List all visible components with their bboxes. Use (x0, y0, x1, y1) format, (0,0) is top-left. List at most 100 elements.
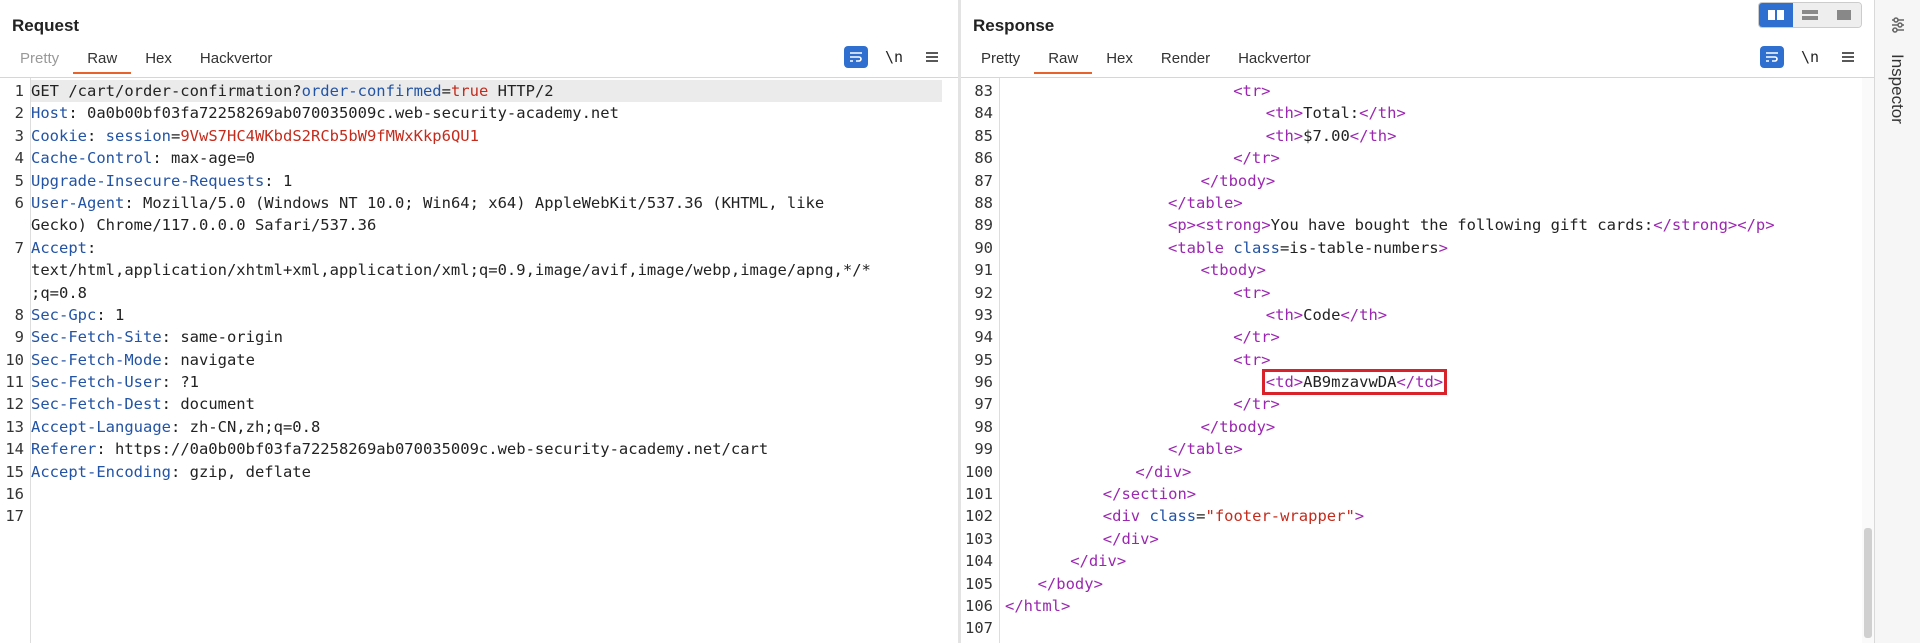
line-number: 9 (14, 328, 24, 347)
line-number: 3 (14, 126, 24, 145)
line-number: 106 (965, 596, 993, 615)
token: Upgrade-Insecure-Requests (31, 171, 265, 190)
code-line: 83<tr> (961, 80, 1874, 102)
line-number: 11 (5, 373, 24, 392)
line-number-gutter (0, 78, 31, 643)
line-number: 90 (974, 238, 993, 257)
code-line: 107 (961, 617, 1874, 639)
tab-pretty[interactable]: Pretty (981, 50, 1021, 67)
token: Host (31, 104, 69, 123)
newline-toggle-button[interactable]: \n (1800, 48, 1820, 66)
code-text: </section> (1005, 483, 1196, 505)
tab-hex[interactable]: Hex (145, 50, 172, 67)
token: Sec-Gpc (31, 305, 97, 324)
code-text: <td>AB9mzavwDA</td> (1005, 369, 1448, 396)
code-text: Sec-Fetch-Site: same-origin (31, 326, 283, 348)
tab-hex[interactable]: Hex (1106, 50, 1133, 67)
token: = (1196, 507, 1206, 526)
inspector-sidebar[interactable]: Inspector (1874, 0, 1920, 643)
request-toolbar: \n (844, 46, 944, 68)
line-number: 16 (5, 485, 24, 504)
token: </table> (1168, 440, 1243, 459)
token: : (87, 238, 97, 257)
tab-render[interactable]: Render (1160, 50, 1211, 67)
wrap-lines-icon[interactable] (1760, 46, 1784, 68)
pane-divider[interactable] (958, 0, 961, 643)
code-text: Sec-Fetch-User: ?1 (31, 371, 199, 393)
token: You have bought the following gift cards… (1270, 216, 1654, 235)
line-number: 4 (14, 149, 24, 168)
single-pane-layout-icon[interactable] (1827, 3, 1861, 27)
code-line: 87</tbody> (961, 170, 1874, 192)
code-line: 9 Sec-Fetch-Site: same-origin (0, 326, 958, 348)
token: class (1233, 238, 1280, 257)
token: </th> (1340, 305, 1388, 324)
token: </th> (1349, 126, 1397, 145)
response-lines: 83<tr>84<th>Total:</th>85<th>$7.00</th>8… (961, 80, 1874, 640)
line-number-gutter (961, 78, 1000, 643)
code-line: text/html,application/xhtml+xml,applicat… (0, 259, 958, 281)
token: <tr> (1233, 82, 1271, 100)
tab-hackvertor[interactable]: Hackvertor (199, 50, 273, 67)
token: : Mozilla/5.0 (Windows NT 10.0; Win64; x… (124, 193, 825, 212)
newline-toggle-button[interactable]: \n (884, 48, 904, 66)
stacked-layout-icon[interactable] (1793, 3, 1827, 27)
token: <table (1168, 238, 1234, 257)
token: : zh-CN,zh;q=0.8 (170, 417, 321, 436)
token: </div> (1135, 462, 1192, 481)
code-text: <tr> (1005, 349, 1270, 371)
inspector-settings-icon[interactable] (1889, 16, 1907, 34)
line-number: 13 (5, 417, 24, 436)
token: </strong></p> (1653, 216, 1775, 235)
tab-raw[interactable]: Raw (73, 46, 132, 74)
code-line: 97</tr> (961, 393, 1874, 415)
line-number: 107 (965, 619, 993, 638)
token: Sec-Fetch-Mode (31, 350, 162, 369)
code-text: <th>Code</th> (1005, 304, 1387, 326)
line-number: 14 (5, 440, 24, 459)
inspector-label[interactable]: Inspector (1888, 54, 1907, 124)
hamburger-menu-icon[interactable] (920, 46, 944, 68)
token: </tr> (1233, 149, 1280, 168)
token: : 0a0b00bf03fa72258269ab070035009c.web-s… (68, 104, 619, 123)
line-number: 88 (974, 193, 993, 212)
code-line: 94</tr> (961, 326, 1874, 348)
response-editor[interactable]: 83<tr>84<th>Total:</th>85<th>$7.00</th>8… (961, 77, 1874, 643)
token: HTTP/2 (488, 82, 554, 100)
token: GET /cart/order-confirmation? (31, 82, 302, 100)
hamburger-menu-icon[interactable] (1836, 46, 1860, 68)
token: </table> (1168, 193, 1243, 212)
code-text: User-Agent: Mozilla/5.0 (Windows NT 10.0… (31, 192, 824, 214)
code-line: 91<tbody> (961, 259, 1874, 281)
line-number: 102 (965, 507, 993, 526)
code-line: 90<table class=is-table-numbers> (961, 237, 1874, 259)
line-number: 99 (974, 440, 993, 459)
line-number: 7 (14, 238, 24, 257)
code-line: Gecko) Chrome/117.0.0.0 Safari/537.36 (0, 214, 958, 236)
token: <div (1102, 507, 1150, 526)
side-by-side-layout-icon[interactable] (1759, 3, 1793, 27)
line-number: 85 (974, 126, 993, 145)
code-text: Sec-Gpc: 1 (31, 304, 124, 326)
token: </body> (1037, 574, 1103, 593)
code-line: 85<th>$7.00</th> (961, 125, 1874, 147)
line-number: 1 (14, 82, 24, 100)
wrap-lines-icon[interactable] (844, 46, 868, 68)
tab-pretty[interactable]: Pretty (20, 50, 60, 67)
code-line: 99 </table> (961, 438, 1874, 460)
scrollbar-thumb[interactable] (1864, 528, 1872, 638)
vertical-scrollbar[interactable] (1862, 78, 1874, 643)
tab-hackvertor[interactable]: Hackvertor (1238, 50, 1311, 67)
code-text: <tr> (1005, 282, 1270, 304)
tab-raw[interactable]: Raw (1034, 46, 1093, 74)
token: </tr> (1233, 328, 1280, 347)
code-text: </div> (1005, 461, 1191, 483)
code-text: </tr> (1005, 393, 1280, 415)
token: </section> (1102, 485, 1197, 504)
